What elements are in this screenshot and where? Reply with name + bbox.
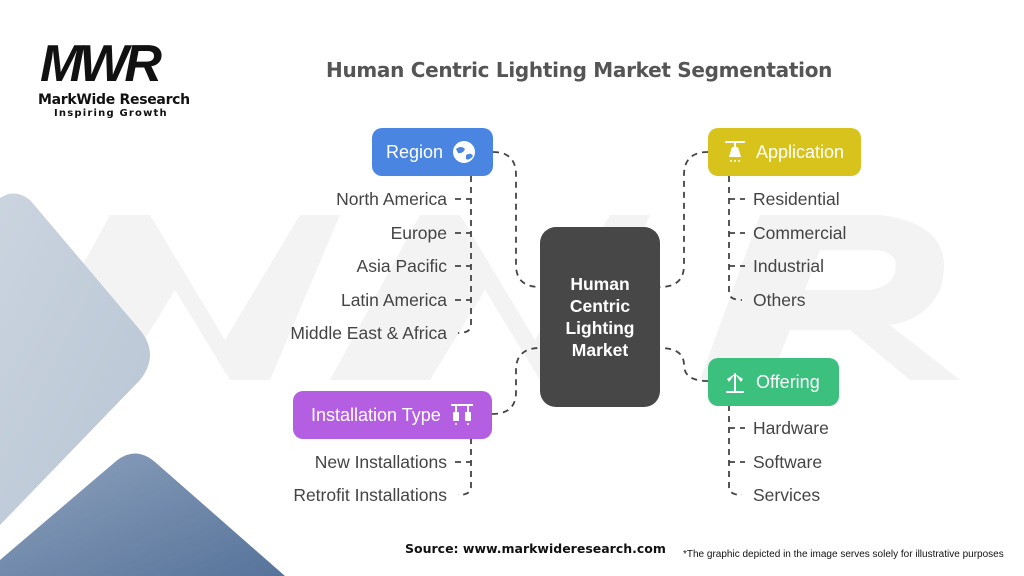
category-label: Installation Type [311, 404, 441, 425]
list-item: Europe [390, 223, 447, 243]
dark-triangle-shape [0, 453, 285, 576]
category-label: Region [386, 141, 444, 162]
category-installation-type: Installation Type [293, 391, 492, 439]
street-lamp-icon [722, 369, 748, 395]
list-item: Asia Pacific [356, 256, 447, 276]
list-item: Industrial [753, 256, 825, 276]
list-item: Others [753, 290, 806, 310]
center-node: Human Centric Lighting Market [540, 227, 660, 407]
source-text: Source: www.markwideresearch.com [405, 541, 666, 556]
list-item: Retrofit Installations [293, 485, 447, 505]
category-application: Application [708, 128, 861, 176]
list-item: New Installations [314, 452, 447, 472]
category-label: Offering [756, 371, 820, 392]
list-item: Commercial [753, 223, 847, 243]
logo-name: MarkWide Research [38, 92, 190, 108]
list-item: Residential [753, 189, 840, 209]
list-item: North America [336, 189, 447, 209]
list-item: Hardware [753, 418, 829, 438]
category-region: Region [372, 128, 493, 176]
globe-icon [451, 139, 477, 165]
category-offering: Offering [708, 358, 839, 406]
category-label: Application [756, 141, 845, 162]
connector-lines [455, 151, 745, 496]
list-item: Services [753, 485, 821, 505]
list-item: Latin America [340, 290, 447, 310]
page-title: Human Centric Lighting Market Segmentati… [326, 58, 833, 82]
logo-mark: MWR [40, 35, 162, 93]
light-diamond-shape [0, 193, 150, 525]
logo-tagline: Inspiring Growth [54, 108, 168, 119]
disclaimer-text: *The graphic depicted in the image serve… [683, 549, 1004, 560]
pendant-lights-icon [449, 402, 475, 428]
list-item: Middle East & Africa [290, 323, 447, 343]
list-item: Software [753, 452, 823, 472]
lamp-icon [722, 139, 748, 165]
